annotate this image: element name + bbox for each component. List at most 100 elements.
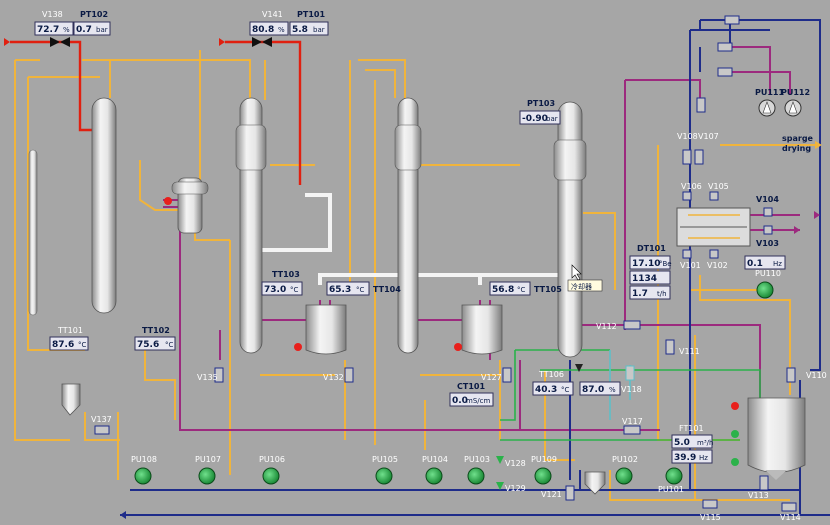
steam-feeds bbox=[10, 40, 302, 185]
product-tank bbox=[747, 397, 806, 480]
readout-box bbox=[249, 21, 289, 36]
valve-v103[interactable]: V103 bbox=[756, 225, 779, 248]
valve[interactable] bbox=[717, 67, 733, 77]
condenser bbox=[553, 101, 587, 358]
arrow-icon bbox=[794, 226, 800, 234]
valve[interactable] bbox=[717, 42, 733, 52]
readout-box bbox=[73, 21, 111, 36]
valve-v106[interactable]: V106 bbox=[681, 182, 702, 201]
readout-unit: °C bbox=[517, 286, 526, 294]
readout-box bbox=[519, 110, 561, 125]
alarm-indicator bbox=[294, 343, 302, 351]
readout-unit: °C bbox=[165, 341, 174, 349]
valve-v113[interactable]: V113 bbox=[748, 475, 769, 500]
pump-label: PU108 bbox=[131, 455, 157, 464]
instrument-tag: CT101 bbox=[457, 382, 485, 391]
valve-v129[interactable]: V129 bbox=[496, 482, 526, 493]
pump-pu104[interactable]: PU104 bbox=[422, 455, 448, 485]
valve[interactable] bbox=[724, 15, 740, 25]
pump-pu111[interactable]: PU111 bbox=[755, 88, 784, 117]
readout-box bbox=[532, 381, 574, 396]
pump-label: PU104 bbox=[422, 455, 448, 464]
valve-label: V106 bbox=[681, 182, 702, 191]
pump-pu106[interactable]: PU106 bbox=[259, 455, 285, 485]
status-indicator bbox=[731, 458, 739, 466]
readout-unit: Hz bbox=[773, 260, 782, 268]
instrument-tag: V138 bbox=[42, 10, 63, 19]
readout-unit: °C bbox=[561, 386, 570, 394]
valve-v101[interactable]: V101 bbox=[680, 249, 701, 270]
readout-value: 0.7 bbox=[76, 25, 92, 35]
valve-v114[interactable]: V114 bbox=[780, 502, 801, 522]
valve-label: V137 bbox=[91, 415, 112, 424]
readout-value: 80.8 bbox=[252, 25, 274, 35]
valve-v104[interactable]: V104 bbox=[756, 195, 779, 217]
valve-v132[interactable]: V132 bbox=[323, 367, 354, 383]
pump-pu107[interactable]: PU107 bbox=[195, 455, 221, 485]
small-tank bbox=[584, 471, 606, 495]
valve-v117[interactable]: V117 bbox=[622, 417, 643, 435]
readout-unit: % bbox=[63, 26, 70, 34]
valve-v127[interactable]: V127 bbox=[481, 367, 512, 383]
readout-value: 1134 bbox=[632, 274, 657, 284]
readout-box bbox=[449, 392, 494, 407]
pump-pu103[interactable]: PU103 bbox=[464, 455, 490, 485]
pump-pu109[interactable]: PU109 bbox=[531, 455, 557, 485]
readout-unit: °C bbox=[290, 286, 299, 294]
instrument-tag: TT102 bbox=[142, 326, 170, 335]
valve-label: V132 bbox=[323, 373, 344, 382]
hand-valve-icon[interactable] bbox=[252, 37, 272, 47]
readout-value: 73.0 bbox=[264, 285, 286, 295]
readout-value: -0.90 bbox=[522, 114, 548, 124]
valve-v107[interactable]: V107 bbox=[694, 132, 719, 165]
pump-pu112[interactable]: PU112 bbox=[781, 88, 810, 117]
pump-pu105[interactable]: PU105 bbox=[372, 455, 398, 485]
pump-pu108[interactable]: PU108 bbox=[131, 455, 157, 485]
valve-v105[interactable]: V105 bbox=[708, 182, 729, 201]
readout-unit: °Be bbox=[659, 260, 672, 268]
instrument-tag: TT104 bbox=[373, 285, 401, 294]
valve-v122[interactable] bbox=[575, 364, 583, 372]
valve[interactable] bbox=[696, 97, 706, 113]
readout-value: 0.1 bbox=[747, 259, 763, 269]
readout-value: 87.6 bbox=[52, 340, 74, 350]
valve-label: V127 bbox=[481, 373, 502, 382]
valve-v137[interactable]: V137 bbox=[91, 415, 112, 435]
readout-box bbox=[671, 449, 713, 464]
valve-label: V113 bbox=[748, 491, 769, 500]
evaporator-1 bbox=[235, 97, 267, 354]
readout-box bbox=[629, 270, 671, 285]
readout-box bbox=[744, 255, 786, 270]
preheater bbox=[171, 177, 209, 234]
valve-v110[interactable]: V110 bbox=[786, 367, 827, 383]
valve-v128[interactable]: V128 bbox=[496, 456, 526, 468]
readout-unit: °C bbox=[356, 286, 365, 294]
valve-v118[interactable]: V118 bbox=[621, 365, 642, 394]
valve-v108[interactable]: V108 bbox=[677, 132, 698, 165]
readout-box bbox=[671, 434, 713, 449]
valve-label: V117 bbox=[622, 417, 643, 426]
hover-tooltip: 冷却器 bbox=[567, 264, 603, 292]
valve-v102[interactable]: V102 bbox=[707, 249, 728, 270]
valve-v135[interactable]: V135 bbox=[197, 367, 224, 383]
readout-value: 75.6 bbox=[137, 340, 159, 350]
hand-valve-icon[interactable] bbox=[50, 37, 70, 47]
readout-unit: °C bbox=[78, 341, 87, 349]
alarm-indicator bbox=[454, 343, 462, 351]
pump-pu102[interactable]: PU102 bbox=[612, 455, 638, 485]
valve-v111[interactable]: V111 bbox=[665, 339, 700, 356]
pump-label: PU111 bbox=[755, 88, 784, 97]
pump-label: PU110 bbox=[755, 269, 781, 278]
valve-v121[interactable]: V121 bbox=[541, 485, 575, 501]
readout-box bbox=[261, 281, 303, 296]
valve-label: V135 bbox=[197, 373, 218, 382]
pump-label: PU103 bbox=[464, 455, 490, 464]
readout-box bbox=[629, 285, 671, 300]
arrow-icon bbox=[814, 211, 820, 219]
pump-label: PU101 bbox=[658, 485, 684, 494]
pump-pu110[interactable]: PU110 bbox=[755, 269, 781, 299]
pump-pu101[interactable]: PU101 bbox=[658, 467, 684, 494]
valve-v112[interactable]: V112 bbox=[596, 320, 641, 331]
readout-value: 65.3 bbox=[329, 285, 351, 295]
valve-v115[interactable]: V115 bbox=[700, 499, 721, 522]
